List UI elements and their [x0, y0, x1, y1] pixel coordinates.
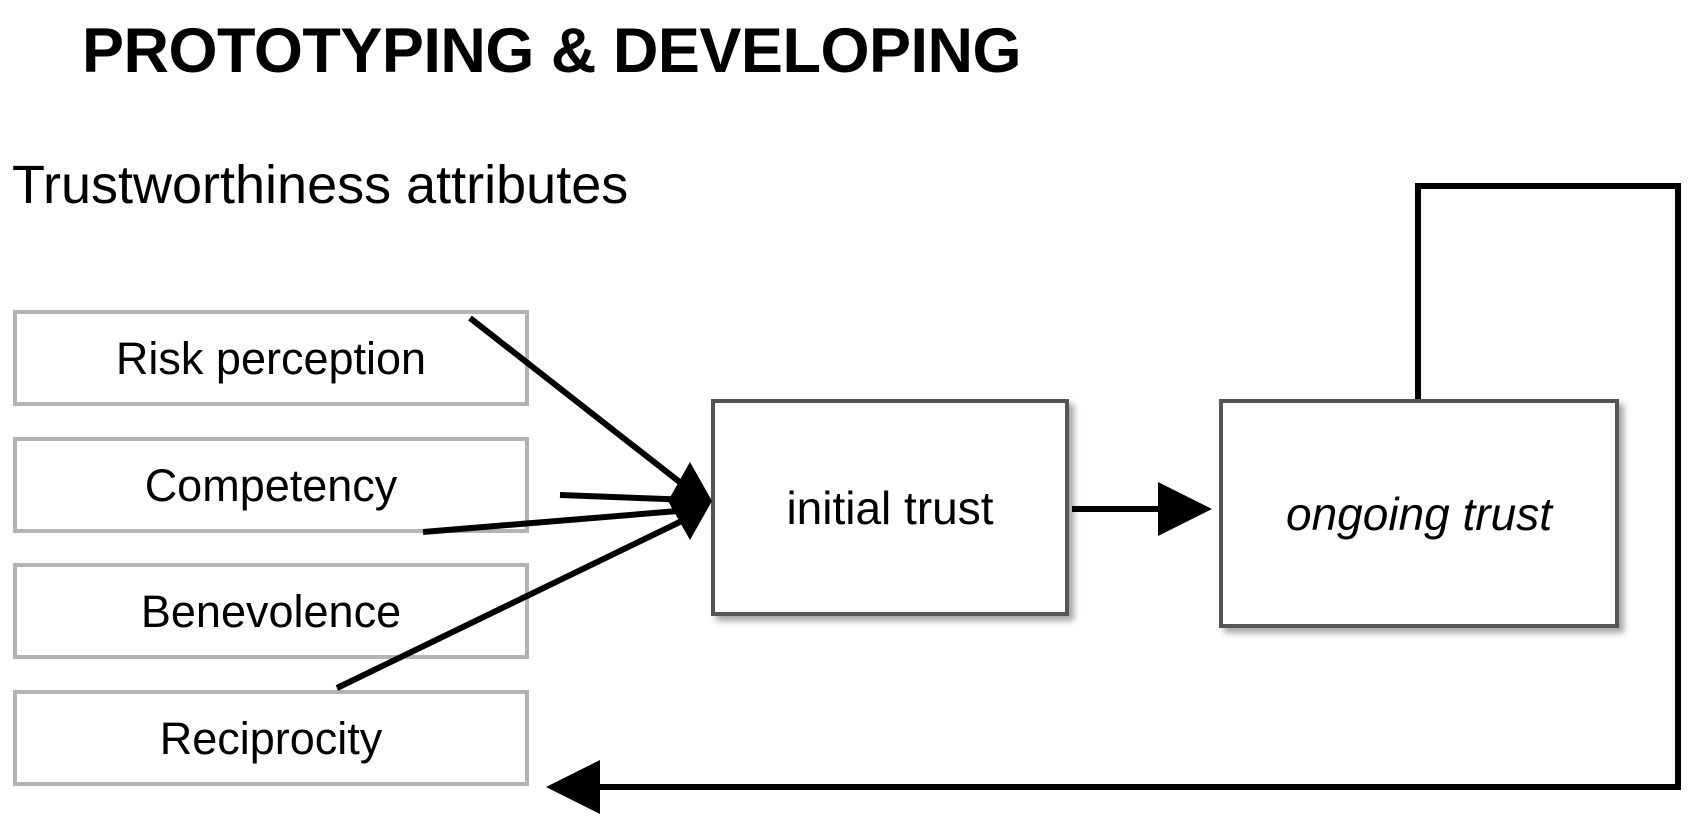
- attribute-box-benevolence[interactable]: Benevolence: [13, 563, 529, 659]
- process-label: initial trust: [786, 481, 994, 534]
- attribute-label: Reciprocity: [159, 712, 383, 764]
- attribute-box-risk-perception[interactable]: Risk perception: [13, 310, 529, 406]
- process-box-initial-trust[interactable]: initial trust: [711, 399, 1069, 616]
- process-box-ongoing-trust[interactable]: ongoing trust: [1219, 399, 1619, 628]
- junction-diamond-icon: [668, 462, 712, 540]
- connector-competency-to-junction: [559, 492, 693, 503]
- attribute-box-reciprocity[interactable]: Reciprocity: [13, 690, 529, 786]
- attribute-label: Risk perception: [115, 332, 427, 384]
- attribute-box-competency[interactable]: Competency: [13, 437, 529, 533]
- section-subtitle: Trustworthiness attributes: [12, 155, 629, 215]
- process-label: ongoing trust: [1286, 487, 1552, 540]
- attribute-label: Competency: [144, 459, 398, 511]
- page-title: PROTOTYPING & DEVELOPING: [82, 16, 1021, 86]
- attribute-label: Benevolence: [140, 585, 402, 637]
